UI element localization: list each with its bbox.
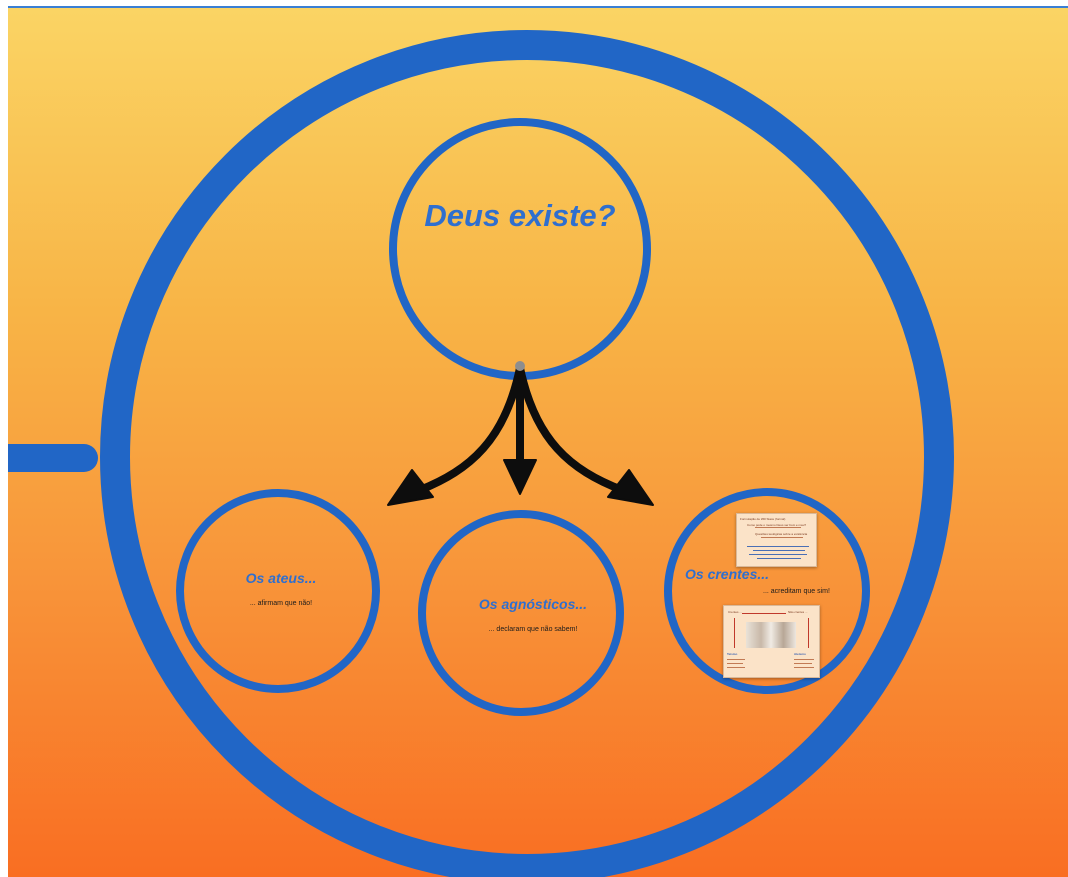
arrowhead-right (607, 469, 654, 506)
believers-text: ... acreditam que sim! (763, 588, 830, 595)
title-circle[interactable] (389, 118, 651, 380)
frames-and-arrows (8, 30, 954, 877)
atheists-circle[interactable] (176, 489, 380, 693)
thumb-line-2: Como pode o mesmo Deus ser bom e mau? (747, 523, 807, 527)
thumb-left-label: Crentes ... (728, 610, 742, 614)
believers-heading: Os crentes... (685, 566, 770, 582)
slide-thumbnail-top[interactable]: Formulação de Will Stace (formal) Como p… (736, 513, 817, 567)
thumb-line-1: Formulação de Will Stace (formal) (740, 517, 786, 521)
arrow-right (516, 364, 626, 494)
outer-ring[interactable] (100, 30, 954, 877)
thumb-left-bottom: Teísmo (727, 652, 738, 656)
agnostics-heading: Os agnósticos... (478, 596, 588, 612)
thumb-photo (746, 622, 796, 648)
agnostics-text: ... declaram que não sabem! (488, 626, 578, 633)
slide-thumbnail-bottom[interactable]: Crentes ... Não crentes ... Teísmo Ateís… (723, 605, 820, 678)
page-title: Deus existe? (424, 198, 616, 233)
thumb-right-bottom: Ateísmo (794, 652, 806, 656)
branch-arrows (387, 364, 654, 506)
prezi-canvas[interactable]: Deus existe? Os ateus... ... afirmam que… (8, 8, 1068, 877)
right-down-arrow (808, 618, 809, 648)
arrowhead-left (387, 469, 434, 506)
atheists-text: ... afirmam que não! (249, 600, 313, 607)
atheists-heading: Os ateus... (245, 570, 317, 586)
connector-dot (515, 361, 525, 371)
arrowhead-middle (503, 459, 537, 495)
thumb-line-3: Questões teológicas sobre a existência (755, 532, 808, 536)
believers-circle[interactable] (664, 488, 870, 694)
left-down-arrow (734, 618, 735, 648)
arrow-left (416, 364, 524, 494)
agnostics-circle[interactable] (418, 510, 624, 716)
thumb-right-label: Não crentes ... (788, 610, 808, 614)
top-border (8, 6, 1068, 9)
